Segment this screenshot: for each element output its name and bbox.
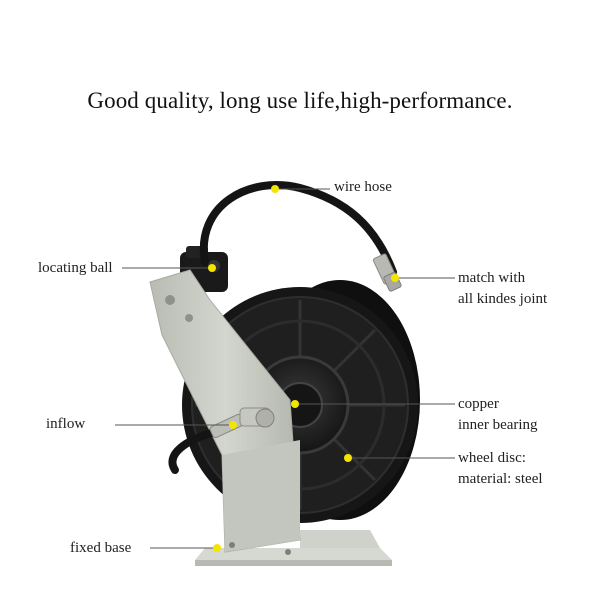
support-frame	[149, 269, 301, 555]
label-match-joint: match with all kindes joint	[458, 268, 547, 310]
label-copper-line1: copper	[458, 396, 499, 412]
label-fixed-base: fixed base	[70, 540, 132, 556]
label-wire-hose: wire hose	[334, 179, 392, 195]
label-copper-bearing: copper inner bearing	[458, 394, 538, 436]
leader-lines	[115, 188, 455, 549]
marker-joint	[391, 274, 399, 282]
label-wheel-disc: wheel disc: material: steel	[458, 448, 543, 490]
headline: Good quality, long use life,high-perform…	[87, 88, 513, 113]
label-wheel-line2: material: steel	[458, 471, 543, 487]
marker-wheel	[344, 454, 352, 462]
marker-inflow	[229, 421, 237, 429]
label-copper-line2: inner bearing	[458, 417, 538, 433]
marker-bearing	[291, 400, 299, 408]
label-locating-ball: locating ball	[38, 260, 113, 276]
marker-locating-ball	[208, 264, 216, 272]
marker-base	[213, 544, 221, 552]
inflow-fitting	[209, 407, 275, 439]
hose-fitting	[372, 253, 402, 292]
wire-hose	[199, 181, 397, 276]
label-match-line2: all kindes joint	[458, 291, 548, 307]
marker-wire-hose	[271, 185, 279, 193]
markers	[208, 185, 399, 552]
base-plate	[195, 530, 392, 566]
inflow-hose	[168, 428, 219, 474]
label-match-line1: match with	[458, 270, 526, 286]
label-wheel-line1: wheel disc:	[458, 450, 526, 466]
label-inflow: inflow	[46, 416, 86, 432]
